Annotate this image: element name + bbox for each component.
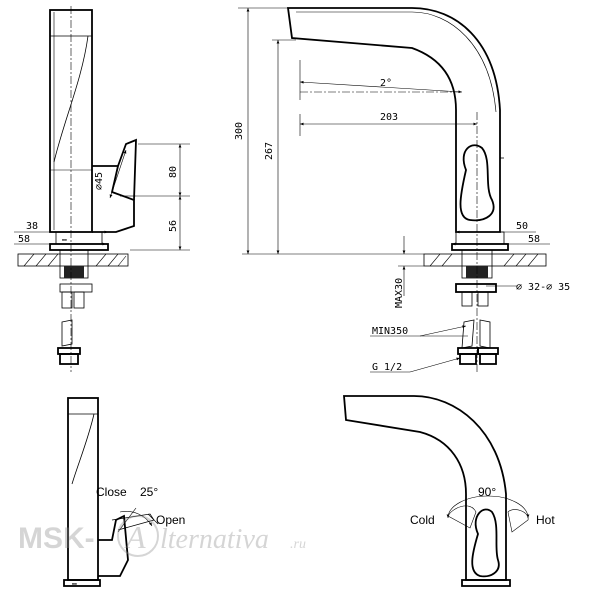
lever-open-label: Open	[156, 513, 185, 527]
brand-mark: ▬▬	[62, 237, 67, 242]
lever-hot-label: Hot	[536, 513, 555, 527]
dim-300-label: 300	[234, 122, 245, 140]
svg-text:A: A	[124, 519, 146, 555]
dim-58-side-label: 58	[18, 234, 30, 245]
front-base	[451, 231, 509, 251]
lever-front-arc	[446, 495, 530, 519]
dim-267-label: 267	[264, 142, 275, 160]
watermark-right: lternativa	[160, 524, 269, 555]
dim-38-58: 38 58	[14, 221, 108, 246]
dim-80-56: 80 56	[130, 143, 190, 251]
dim-max30-label: MAX30	[394, 278, 405, 308]
dim-2deg-label: 2°	[380, 78, 392, 89]
lever-front-handle	[447, 505, 529, 578]
dim-300-267: 300 267	[234, 7, 424, 255]
front-supply-hoses	[457, 291, 499, 365]
watermark-suffix: .ru	[290, 537, 306, 552]
front-view: 300 267 2° 203 50 58 MAX30	[234, 7, 570, 373]
lever-front-view: 90° Cold Hot	[343, 395, 555, 587]
dim-hole-label: ⌀ 32-⌀ 35	[516, 282, 570, 293]
watermark: MSK- A lternativa .ru	[18, 515, 306, 557]
label-min350-text: MIN350	[372, 326, 408, 337]
label-thread: G 1/2	[370, 357, 461, 373]
lever-front-body	[343, 395, 511, 587]
lever-cold-label: Cold	[410, 513, 435, 527]
dim-45: ⌀45	[94, 149, 127, 199]
label-min350: MIN350	[370, 325, 468, 337]
lever-side-angle-label: 25°	[140, 485, 158, 499]
dim-58-front-label: 58	[528, 234, 540, 245]
label-thread-text: G 1/2	[372, 362, 402, 373]
side-countertop	[17, 249, 129, 279]
dim-max30: MAX30	[394, 236, 424, 308]
dim-38-label: 38	[26, 221, 38, 232]
dim-hole-diameter: ⌀ 32-⌀ 35	[486, 282, 570, 293]
dim-50-label: 50	[516, 221, 528, 232]
lever-side-body: ▬▬	[63, 397, 101, 587]
side-view: ▬▬ ⌀45	[14, 6, 190, 372]
brand-mark-bottom: ▬▬	[72, 581, 77, 586]
dim-56-label: 56	[168, 220, 179, 232]
lever-side-arc	[119, 511, 159, 527]
dim-80-label: 80	[168, 166, 179, 178]
dim-2-degree: 2°	[299, 60, 463, 100]
dim-203-label: 203	[380, 112, 398, 123]
dim-50-58: 50 58	[452, 221, 550, 246]
front-lever	[459, 144, 504, 222]
watermark-left: MSK-	[18, 522, 95, 555]
dim-203: 203	[299, 112, 477, 136]
side-base: ▬▬	[49, 231, 109, 251]
watermark-logo-icon: A	[117, 515, 159, 557]
lever-close-label: Close	[96, 485, 127, 499]
lever-side-view: ▬▬ Close 25° Open	[63, 397, 185, 587]
dim-45-label: ⌀45	[94, 172, 105, 190]
lever-front-angle-label: 90°	[478, 485, 496, 499]
side-supply-hoses	[57, 283, 93, 365]
